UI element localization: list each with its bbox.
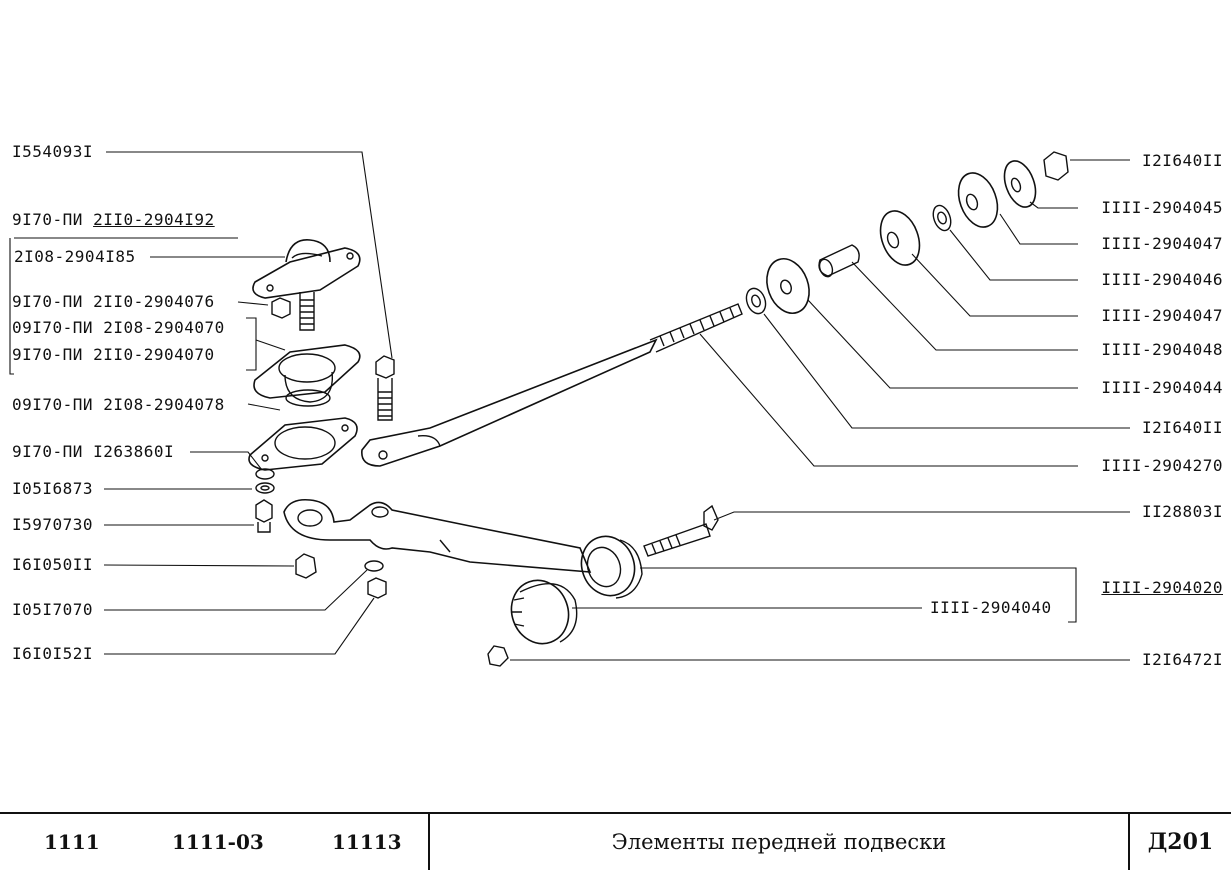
model-1111-03: 1111-03	[172, 830, 264, 854]
part-label-nut-b: I6I0I52I	[12, 644, 94, 663]
model-11113: 11113	[332, 830, 402, 854]
part-label-bushing: IIII-2904040	[930, 598, 1052, 617]
part-label-rod-washer-inner: IIII-2904044	[1101, 378, 1223, 397]
part-label-washer: 9I70-ПИ I263860I	[12, 442, 175, 461]
part-label-gasket: 09I70-ПИ 2I08-2904078	[12, 395, 225, 414]
part-label-rod-washer-outer: IIII-2904045	[1101, 198, 1223, 217]
sheet-code: Д201	[1147, 829, 1214, 855]
part-label-washer-b: I05I7070	[12, 600, 94, 619]
model-1111: 1111	[44, 830, 100, 854]
part-label-kit-number: 2II0-2904I92	[93, 210, 215, 229]
title-divider-left	[428, 814, 430, 870]
part-label-kit-prefix: 9I70-ПИ	[12, 210, 94, 229]
part-label-spring-washer: I05I6873	[12, 479, 94, 498]
lower-arm-drawing	[283, 498, 719, 667]
part-label-ball-joint: 2I08-2904I85	[14, 247, 136, 266]
part-label-rod-cushion-b: IIII-2904047	[1101, 306, 1223, 325]
part-label-rod-locknut: I2I640II	[1141, 418, 1223, 437]
part-label-ball-joint-bolt: I554093I	[12, 142, 94, 161]
part-label-rod-sleeve: IIII-2904048	[1101, 340, 1223, 359]
strut-rod-drawing	[361, 303, 743, 467]
page-title: Элементы передней подвески	[611, 830, 947, 854]
part-label-nut-a: I6I050II	[12, 555, 94, 574]
ball-joint-drawing	[248, 239, 395, 599]
part-label-rod-cushion-a: IIII-2904047	[1101, 234, 1223, 253]
part-label-bolt: I5970730	[12, 515, 94, 534]
rod-hardware-drawing	[745, 151, 1069, 315]
part-label-boot-a: 09I70-ПИ 2I08-2904070	[12, 318, 225, 337]
part-label-arm-nut: I2I6472I	[1141, 650, 1223, 669]
title-divider-right	[1128, 814, 1130, 870]
part-label-rod-spacer: IIII-2904046	[1101, 270, 1223, 289]
leader-lines	[9, 151, 1130, 661]
part-label-boot-b: 9I70-ПИ 2II0-2904070	[12, 345, 215, 364]
part-label-lower-arm-assembly: IIII-2904020	[1101, 578, 1223, 597]
part-label-ball-joint-kit: 9I70-ПИ 2II0-2904I92	[12, 211, 215, 229]
part-label-arm-bolt: II28803I	[1141, 502, 1223, 521]
title-block: 1111 1111-03 11113 Элементы передней под…	[0, 812, 1231, 870]
part-label-rod-nut: I2I640II	[1141, 151, 1223, 170]
exploded-suspension-drawing	[9, 151, 1130, 667]
part-label-strut-rod: IIII-2904270	[1101, 456, 1223, 475]
part-label-ball-joint-nut: 9I70-ПИ 2II0-2904076	[12, 292, 215, 311]
